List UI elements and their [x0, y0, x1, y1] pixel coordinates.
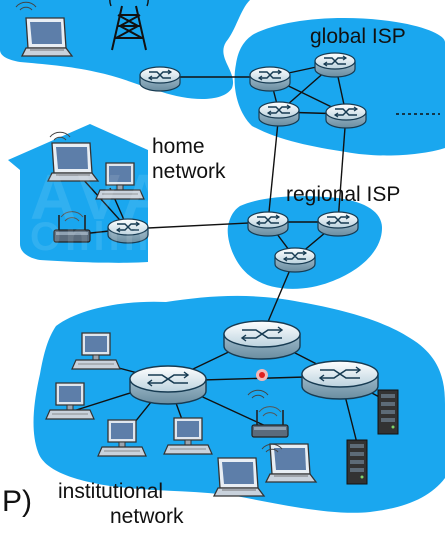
- regional-isp-cloud: [227, 196, 382, 289]
- router-icon: [301, 360, 379, 400]
- laptop-icon: [213, 457, 265, 497]
- router-icon: [139, 66, 181, 92]
- watermark: AVAD: [30, 161, 226, 233]
- router-icon: [325, 103, 367, 129]
- router-icon: [258, 101, 300, 127]
- cut-off-caption: P): [2, 485, 32, 518]
- regional-isp-label: regional ISP: [286, 183, 401, 206]
- institutional-network-cloud: [33, 295, 445, 513]
- router-icon: [317, 211, 359, 237]
- router-icon: [129, 365, 207, 405]
- router-icon: [314, 52, 356, 78]
- router-icon: [223, 320, 301, 360]
- cell-tower-icon: [109, 0, 149, 51]
- home-network-label-line1: home: [152, 135, 205, 158]
- server-icon: [377, 389, 399, 435]
- home-network-label-line2: network: [152, 160, 226, 183]
- global-isp-label: global ISP: [310, 25, 406, 48]
- router-icon: [249, 66, 291, 92]
- laptop-icon: [21, 17, 73, 57]
- router-icon: [247, 211, 289, 237]
- watermark-secondary: Online: [30, 215, 179, 259]
- pointer-dot-icon: [256, 369, 268, 381]
- router-icon: [274, 247, 316, 273]
- institutional-network-label-line1: institutional: [58, 480, 164, 503]
- institutional-network-label-line2: network: [110, 505, 184, 528]
- server-icon: [346, 439, 368, 485]
